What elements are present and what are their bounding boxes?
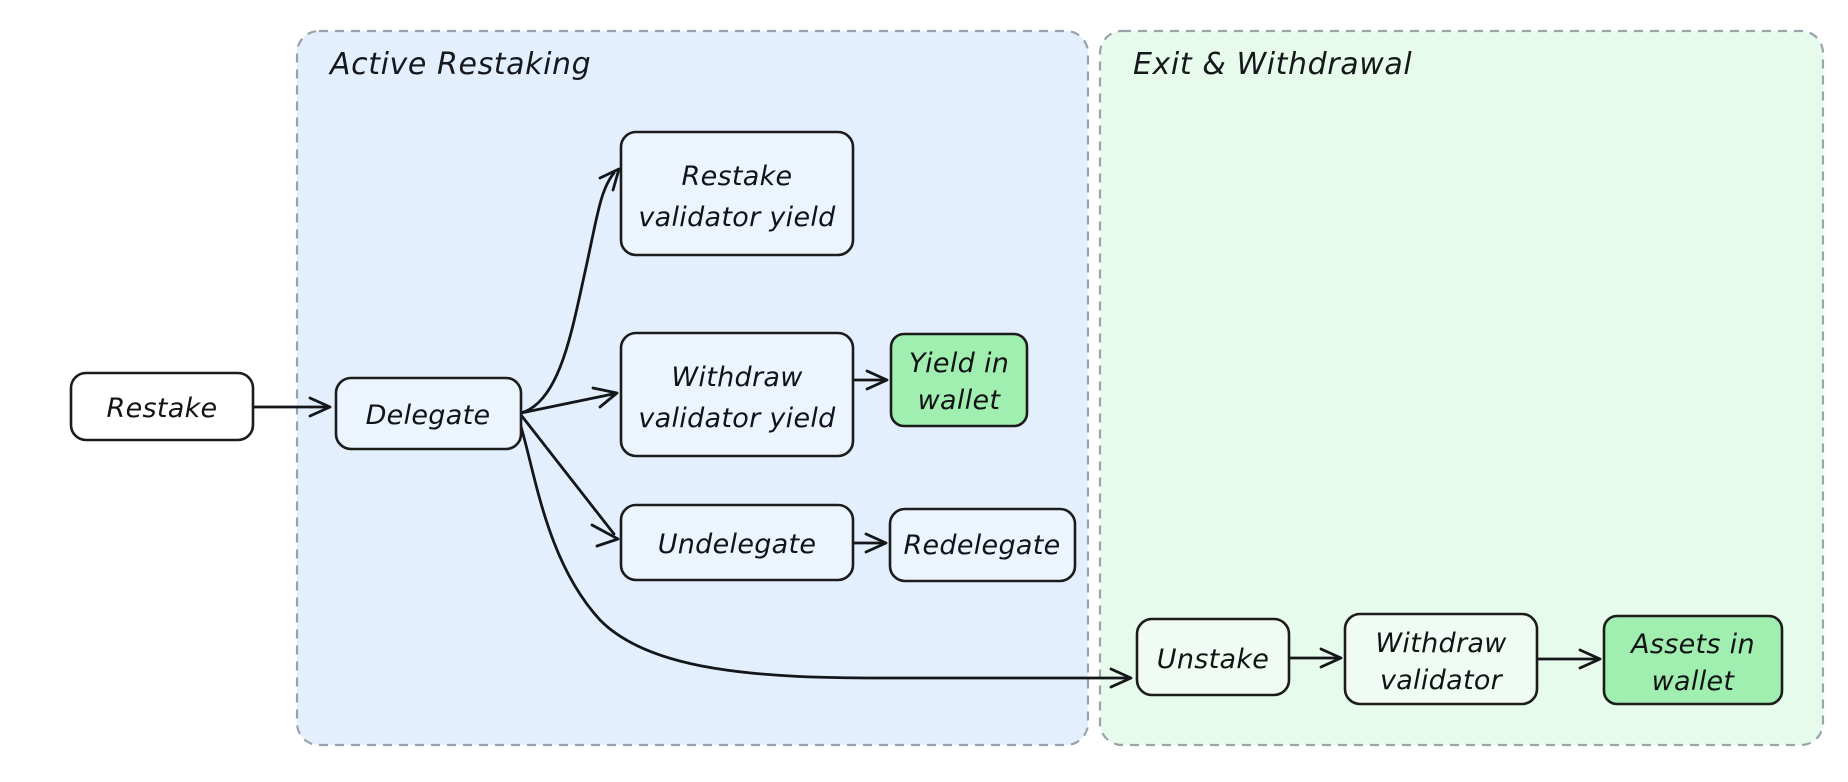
node-delegate-label: Delegate bbox=[366, 400, 491, 431]
node-withdraw-validator-yield-label-line2: validator yield bbox=[638, 403, 836, 434]
cluster-exit-withdrawal-rect bbox=[1098, 29, 1825, 747]
node-redelegate-rect bbox=[888, 507, 1077, 583]
node-withdraw-validator-rect bbox=[1343, 612, 1539, 706]
node-unstake-rect bbox=[1135, 617, 1291, 697]
node-yield-in-wallet-rect bbox=[889, 332, 1029, 428]
edges-layer bbox=[251, 167, 1602, 689]
node-withdraw-validator-yield-rect bbox=[619, 331, 855, 458]
edge-undelegate-to-redelegate bbox=[851, 532, 888, 554]
node-yield-in-wallet-label-line2: wallet bbox=[918, 385, 1002, 416]
node-redelegate[interactable]: Redelegate bbox=[888, 507, 1077, 583]
edge-delegate-to-undelegate bbox=[519, 413, 620, 548]
node-restake[interactable]: Restake bbox=[69, 371, 255, 442]
node-assets-in-wallet[interactable]: Assets in wallet bbox=[1602, 614, 1784, 706]
edge-withdraw-yield-to-yield-wallet bbox=[851, 369, 889, 391]
node-withdraw-validator-yield-label-line1: Withdraw bbox=[671, 362, 803, 393]
node-yield-in-wallet[interactable]: Yield in wallet bbox=[889, 332, 1029, 428]
node-withdraw-validator-yield[interactable]: Withdraw validator yield bbox=[619, 331, 855, 458]
node-redelegate-label: Redelegate bbox=[903, 530, 1060, 561]
edge-withdraw-validator-to-assets-wallet bbox=[1535, 648, 1602, 670]
node-yield-in-wallet-label-line1: Yield in bbox=[909, 348, 1009, 379]
node-assets-in-wallet-label-line1: Assets in bbox=[1629, 629, 1755, 660]
node-assets-in-wallet-label-line2: wallet bbox=[1652, 666, 1736, 697]
edge-delegate-to-restake-yield bbox=[519, 167, 621, 415]
node-undelegate[interactable]: Undelegate bbox=[619, 503, 855, 582]
node-undelegate-rect bbox=[619, 503, 855, 582]
cluster-exit-withdrawal-label: Exit & Withdrawal bbox=[1133, 47, 1412, 82]
edge-restake-to-delegate bbox=[251, 396, 332, 418]
edge-delegate-to-withdraw-yield bbox=[519, 386, 619, 415]
edge-delegate-to-unstake bbox=[517, 418, 1133, 689]
node-delegate-rect bbox=[334, 376, 523, 451]
node-assets-in-wallet-rect bbox=[1602, 614, 1784, 706]
node-restake-validator-yield[interactable]: Restake validator yield bbox=[619, 130, 855, 257]
node-restake-validator-yield-label-line2: validator yield bbox=[638, 202, 836, 233]
cluster-exit-withdrawal: Exit & Withdrawal bbox=[1098, 29, 1825, 747]
node-restake-label: Restake bbox=[107, 393, 218, 424]
node-restake-validator-yield-label-line1: Restake bbox=[682, 161, 793, 192]
edge-unstake-to-withdraw-validator bbox=[1287, 647, 1343, 669]
node-withdraw-validator-label-line2: validator bbox=[1380, 665, 1504, 696]
node-withdraw-validator-label-line1: Withdraw bbox=[1375, 628, 1507, 659]
node-withdraw-validator[interactable]: Withdraw validator bbox=[1343, 612, 1539, 706]
cluster-active-restaking-label: Active Restaking bbox=[328, 47, 591, 82]
node-undelegate-label: Undelegate bbox=[658, 529, 817, 560]
node-unstake-label: Unstake bbox=[1157, 644, 1269, 675]
node-restake-rect bbox=[69, 371, 255, 442]
nodes-layer: Restake Delegate Restake validator yield… bbox=[69, 130, 1784, 706]
node-restake-validator-yield-rect bbox=[619, 130, 855, 257]
node-delegate[interactable]: Delegate bbox=[334, 376, 523, 451]
node-unstake[interactable]: Unstake bbox=[1135, 617, 1291, 697]
